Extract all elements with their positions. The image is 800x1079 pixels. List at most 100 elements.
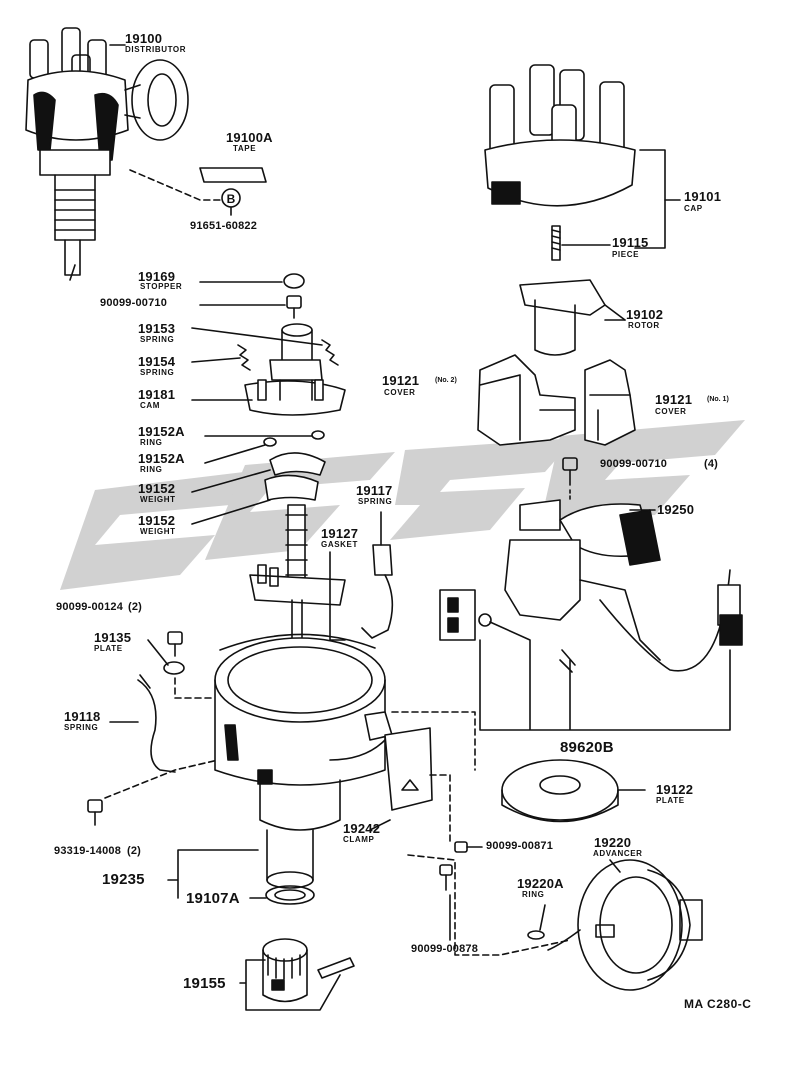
ring-19220a-drawing — [527, 930, 545, 940]
part-qty-90099-00710-right: (4) — [704, 458, 719, 470]
screw-90099-00871-drawing — [454, 841, 483, 853]
part-number-89620b: 89620B — [560, 739, 614, 756]
part-number-19107a: 19107A — [186, 890, 240, 907]
part-name-piece: PIECE — [612, 250, 640, 259]
cover-no1-drawing — [584, 359, 636, 446]
part-name-cam: CAM — [140, 401, 161, 410]
drive-gear-drawing — [262, 938, 308, 1003]
part-number-19135: 19135 — [94, 630, 132, 645]
part-name-cap: CAP — [684, 204, 703, 213]
leader-screw-bottom-left — [104, 759, 219, 799]
part-number-19152-lower: 19152 — [138, 513, 176, 528]
washer-19107a-drawing — [265, 885, 315, 905]
part-number-19100: 19100 — [125, 31, 163, 46]
leader-19152a-lower — [204, 444, 266, 464]
part-name-gasket: GASKET — [321, 540, 358, 549]
part-name-weight-upper: WEIGHT — [140, 495, 176, 504]
screw-right-drawing — [562, 457, 578, 501]
igniter-assembly-drawing — [439, 499, 743, 673]
part-name-stopper: STOPPER — [140, 282, 183, 291]
part-name-tape: TAPE — [233, 144, 257, 153]
weight-upper-drawing — [269, 452, 326, 476]
part-number-19121-no2: 19121 — [382, 373, 420, 388]
tape-drawing — [199, 167, 267, 183]
leader-clamp — [369, 819, 391, 831]
stopper-drawing — [283, 273, 305, 289]
advancer-plate-drawing — [501, 759, 619, 823]
weight-lower-drawing — [264, 474, 319, 501]
watermark-logo — [60, 420, 745, 590]
ring-19152a-drawing — [263, 430, 325, 447]
part-name-ring-lower: RING — [140, 465, 163, 474]
part-name-spring-19118: SPRING — [64, 723, 99, 732]
leader-89620b — [479, 621, 731, 731]
part-number-19101: 19101 — [684, 189, 722, 204]
part-number-19154: 19154 — [138, 354, 176, 369]
part-number-19153: 19153 — [138, 321, 176, 336]
part-number-93319-14008: 93319-14008 — [54, 845, 122, 857]
leader-19135 — [147, 639, 169, 666]
spring-19153-drawing — [321, 339, 339, 366]
leader-advancer-upper — [391, 711, 476, 846]
part-number-19169: 19169 — [138, 269, 176, 284]
part-number-19121-no1: 19121 — [655, 392, 693, 407]
distributor-cap-drawing — [484, 64, 666, 261]
screw-left-drawing — [167, 631, 183, 657]
part-number-19152a-upper: 19152A — [138, 424, 185, 439]
vacuum-advancer-drawing — [547, 859, 703, 991]
rotor-drawing — [519, 279, 626, 356]
part-name-weight-lower: WEIGHT — [140, 527, 176, 536]
part-number-19100a: 19100A — [226, 130, 273, 145]
shaft-bottom-drawing — [266, 829, 314, 889]
part-name-cover-no1: COVER — [655, 407, 687, 416]
part-name-distributor: DISTRIBUTOR — [125, 45, 187, 54]
part-number-19250: 19250 — [657, 502, 695, 517]
part-name-cover-no2: COVER — [384, 388, 416, 397]
screw-90099-00878-drawing — [439, 864, 453, 891]
part-number-19122: 19122 — [656, 782, 694, 797]
part-number-90099-00878: 90099-00878 — [411, 943, 479, 955]
part-number-19102: 19102 — [626, 307, 664, 322]
cover-no2-drawing — [477, 354, 576, 446]
leader-19220a — [539, 904, 546, 931]
part-qty-93319-14008: (2) — [127, 845, 142, 857]
leader-19155 — [239, 959, 341, 1011]
cam-shaft-drawing — [244, 323, 346, 416]
reference-code: MA C280-C — [684, 997, 752, 1011]
part-name-ring-19220a: RING — [522, 890, 545, 899]
bolt-marker-letter: B — [227, 192, 236, 206]
screw-bottom-left-drawing — [87, 799, 103, 826]
part-name-ring-upper: RING — [140, 438, 163, 447]
leader-plate-housing — [174, 677, 216, 699]
leader-advancer-lower — [407, 854, 571, 956]
part-qty-90099-00124: (2) — [128, 601, 143, 613]
part-name-spring-19117: SPRING — [358, 497, 393, 506]
spring-19118-drawing — [137, 674, 176, 773]
part-number-19127: 19127 — [321, 526, 359, 541]
part-number-90099-00871: 90099-00871 — [486, 840, 554, 852]
pin-drawing — [317, 957, 355, 979]
spring-19117-drawing — [361, 544, 394, 639]
leader-19127 — [329, 551, 346, 641]
part-number-19118: 19118 — [64, 709, 101, 724]
part-number-19220a: 19220A — [517, 876, 564, 891]
part-variant-no1: (No. 1) — [707, 396, 729, 403]
part-number-19181: 19181 — [138, 387, 176, 402]
part-name-spring-19153: SPRING — [140, 335, 175, 344]
part-number-90099-00710-centre: 90099-00710 — [100, 297, 168, 309]
clamp-drawing — [384, 727, 433, 811]
part-number-19117: 19117 — [356, 483, 393, 498]
governor-shaft-drawing — [249, 504, 346, 691]
leader-distributor-bolt — [129, 169, 223, 201]
leader-19153 — [191, 327, 323, 346]
part-number-19152a-lower: 19152A — [138, 451, 185, 466]
spring-19154-drawing — [237, 344, 251, 371]
part-number-19115: 19115 — [612, 235, 649, 250]
part-name-clamp: CLAMP — [343, 835, 375, 844]
part-number-19220: 19220 — [594, 835, 632, 850]
part-name-spring-19154: SPRING — [140, 368, 175, 377]
part-variant-no2: (No. 2) — [435, 377, 457, 384]
leader-19154 — [191, 357, 241, 363]
